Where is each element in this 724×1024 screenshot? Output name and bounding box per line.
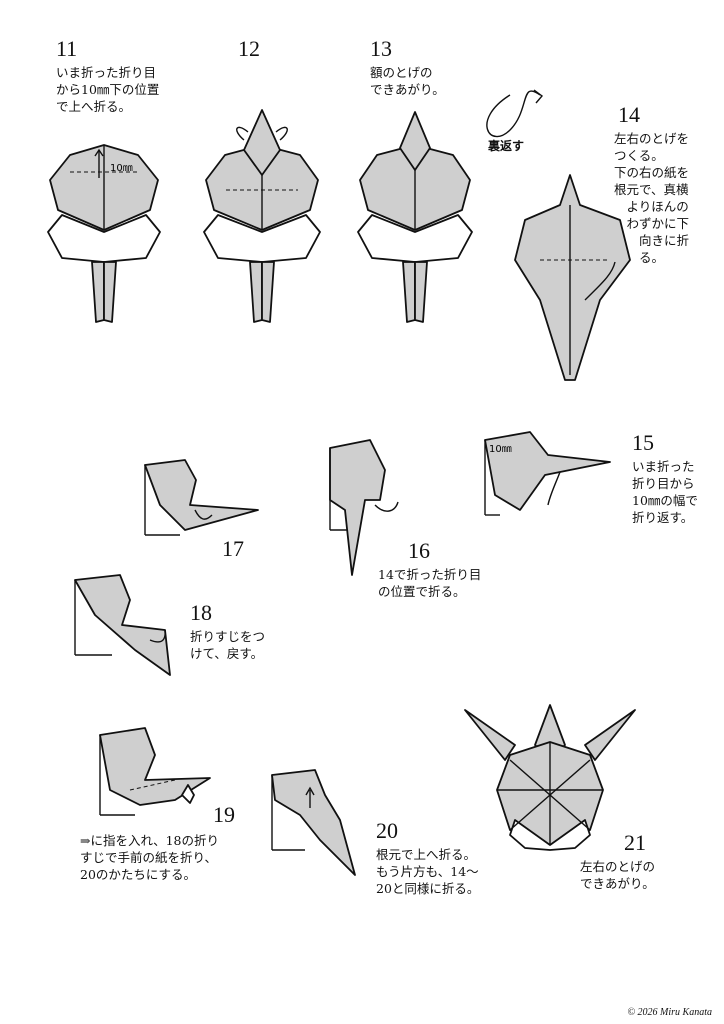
step-number-18: 18	[190, 600, 212, 625]
step-number-20: 20	[376, 818, 398, 843]
step-text-11: いま折った折り目 から10㎜下の位置 で上へ折る。	[56, 65, 160, 114]
copyright: © 2026 Miru Kanata	[627, 1007, 712, 1018]
step-text-14: 左右のとげを つくる。 下の右の紙を 根元で、真横 よりほんの わずかに下 向き…	[614, 131, 690, 265]
step-16-figure	[329, 439, 399, 576]
step-20-figure	[271, 769, 356, 876]
step-12-figure	[203, 109, 321, 323]
step-text-15: いま折った 折り目から 10㎜の幅で 折り返す。	[632, 459, 698, 525]
step-number-17: 17	[222, 536, 244, 561]
step-18-figure	[74, 574, 171, 676]
step-15-figure	[484, 431, 611, 516]
step-text-16: 14で折った折り目 の位置で折る。	[378, 567, 482, 599]
step-number-13: 13	[370, 36, 392, 61]
step-text-19: ⇒に指を入れ、18の折り すじで手前の紙を折り、 20のかたちにする。	[80, 833, 220, 882]
step-11-figure	[47, 144, 161, 323]
measure-label-11: 10㎜	[110, 163, 133, 174]
step-number-19: 19	[213, 802, 235, 827]
step-number-14: 14	[618, 102, 640, 127]
step-17-figure	[144, 459, 259, 536]
step-19-figure	[99, 727, 211, 816]
step-number-21: 21	[624, 830, 646, 855]
step-14-figure	[514, 174, 631, 381]
step-text-13: 額のとげの できあがり。	[370, 65, 445, 97]
step-text-20: 根元で上へ折る。 もう片方も、14〜 20と同様に折る。	[376, 847, 480, 896]
step-number-15: 15	[632, 430, 654, 455]
step-13-figure	[357, 111, 473, 323]
turn-over-label: 裏返す	[488, 139, 525, 153]
step-number-11: 11	[56, 36, 78, 61]
step-number-16: 16	[408, 538, 430, 563]
step-number-12: 12	[238, 36, 260, 61]
measure-label-15: 10㎜	[489, 444, 512, 455]
step-text-18: 折りすじをつ けて、戻す。	[190, 629, 266, 661]
turn-over-arrow	[486, 89, 544, 138]
step-text-21: 左右のとげの できあがり。	[580, 859, 656, 891]
step-21-figure	[464, 704, 636, 851]
